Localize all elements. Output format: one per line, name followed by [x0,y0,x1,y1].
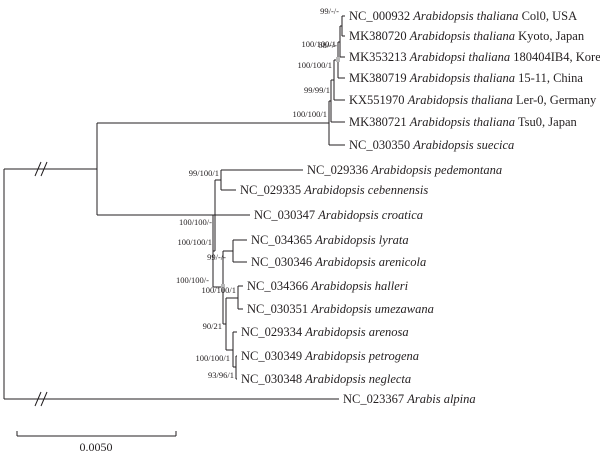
species-name: Arabidopsis suecica [412,138,514,152]
taxon-labels: NC_000932 Arabidopsis thaliana Col0, USA… [240,9,600,406]
accession-number: NC_029336 [307,163,371,177]
taxon-label-croatica: NC_030347 Arabidopsis croatica [254,208,423,222]
accession-number: MK380720 [349,29,410,43]
accession-number: NC_030349 [241,349,305,363]
species-name: Arabidopsis halleri [310,279,408,293]
strain-origin: Ler-0, Germany [513,93,597,107]
accession-number: NC_000932 [349,9,413,23]
accession-number: NC_023367 [343,392,407,406]
species-name: Arabidopsis neglecta [304,372,411,386]
species-name: Arabidopsis thaliana [409,115,515,129]
support-value-col0_kyoto: 99/-/- [320,6,339,16]
species-name: Arabidopsis arenosa [304,325,408,339]
strain-origin: Col0, USA [518,9,577,23]
strain-origin: Kyoto, Japan [515,29,585,43]
node-marker [221,284,225,289]
scale-bar: 0.0050 [16,431,177,454]
species-name: Arabidopsi thaliana [409,50,510,64]
species-name: Arabidopsis thaliana [409,71,515,85]
tree-branches [3,15,345,407]
taxon-label-arenosa: NC_029334 Arabidopsis arenosa [241,325,409,339]
species-name: Arabidopsis thaliana [409,29,515,43]
support-value-halleri_group: 100/100/- [176,275,209,285]
taxon-label-china: MK380719 Arabidopsis thaliana 15-11, Chi… [349,71,583,85]
accession-number: KX551970 [349,93,408,107]
scale-bar-label: 0.0050 [80,440,113,454]
taxon-label-umezawana: NC_030351 Arabidopsis umezawana [247,302,434,316]
support-value-pedemont_cebenn: 99/100/1 [189,168,219,178]
accession-number: NC_030348 [241,372,305,386]
accession-number: NC_029335 [240,183,304,197]
support-value-lower_clade: 100/100/1 [178,237,212,247]
species-name: Arabidopsis arenicola [314,255,426,269]
support-value-croatica_node: 100/100/- [179,217,212,227]
strain-origin: 15-11, China [515,71,583,85]
support-value-thaliana_clade: 100/100/1 [293,109,327,119]
support-value-plus_china: 100/100/1 [302,39,336,49]
accession-number: NC_030346 [251,255,315,269]
taxon-label-suecica: NC_030350 Arabidopsis suecica [349,138,514,152]
species-name: Arabidopsis croatica [317,208,423,222]
taxon-label-tsu0: MK380721 Arabidopsis thaliana Tsu0, Japa… [349,115,577,129]
accession-number: MK380719 [349,71,410,85]
taxon-label-alpina: NC_023367 Arabis alpina [343,392,476,406]
branch-break-mark [34,161,42,177]
species-name: Arabidopsis petrogena [304,349,419,363]
node-marker [336,57,340,62]
accession-number: MK380721 [349,115,410,129]
taxon-label-neglecta: NC_030348 Arabidopsis neglecta [241,372,411,386]
support-value-arenosa_group: 90/21 [203,321,222,331]
support-value-plus_korea: 68/-/- [318,40,337,50]
taxon-label-korea: MK353213 Arabidopsi thaliana 180404IB4, … [349,50,600,64]
species-name: Arabis alpina [406,392,475,406]
accession-number: NC_034365 [251,233,315,247]
accession-number: NC_030350 [349,138,413,152]
strain-origin: Tsu0, Japan [515,115,577,129]
taxon-label-kyoto: MK380720 Arabidopsis thaliana Kyoto, Jap… [349,29,585,43]
support-value-plus_germany: 99/99/1 [304,85,330,95]
support-value-plus_china_b: 100/100/1 [298,60,332,70]
species-name: Arabidopsis pedemontana [370,163,502,177]
species-name: Arabidopsis thaliana [412,9,518,23]
taxon-label-pedemont: NC_029336 Arabidopsis pedemontana [307,163,502,177]
support-value-petro_negl: 93/96/1 [208,370,234,380]
taxon-label-halleri: NC_034366 Arabidopsis halleri [247,279,409,293]
taxon-label-germany: KX551970 Arabidopsis thaliana Ler-0, Ger… [349,93,597,107]
species-name: Arabidopsis thaliana [407,93,513,107]
branch-break-mark [40,161,48,177]
species-name: Arabidopsis cebennensis [303,183,428,197]
support-value-lyrata_arenicola: 99/-/- [207,252,226,262]
accession-number: NC_030351 [247,302,311,316]
species-name: Arabidopsis lyrata [314,233,408,247]
accession-number: NC_030347 [254,208,318,222]
support-values: 99/-/-68/-/-100/100/1100/100/199/99/1100… [176,6,339,380]
taxon-label-lyrata: NC_034365 Arabidopsis lyrata [251,233,409,247]
strain-origin: 180404IB4, Korea [510,50,600,64]
support-value-petrogena_group: 100/100/1 [196,353,230,363]
taxon-label-arenicola: NC_030346 Arabidopsis arenicola [251,255,426,269]
taxon-label-cebenn: NC_029335 Arabidopsis cebennensis [240,183,428,197]
branch-break-mark [40,391,48,407]
branch-break-mark [34,391,42,407]
taxon-label-petrogena: NC_030349 Arabidopsis petrogena [241,349,419,363]
accession-number: NC_029334 [241,325,305,339]
accession-number: NC_034366 [247,279,311,293]
species-name: Arabidopsis umezawana [310,302,434,316]
taxon-label-col0: NC_000932 Arabidopsis thaliana Col0, USA [349,9,577,23]
accession-number: MK353213 [349,50,410,64]
support-value-halleri_umez: 100/100/1 [202,285,236,295]
